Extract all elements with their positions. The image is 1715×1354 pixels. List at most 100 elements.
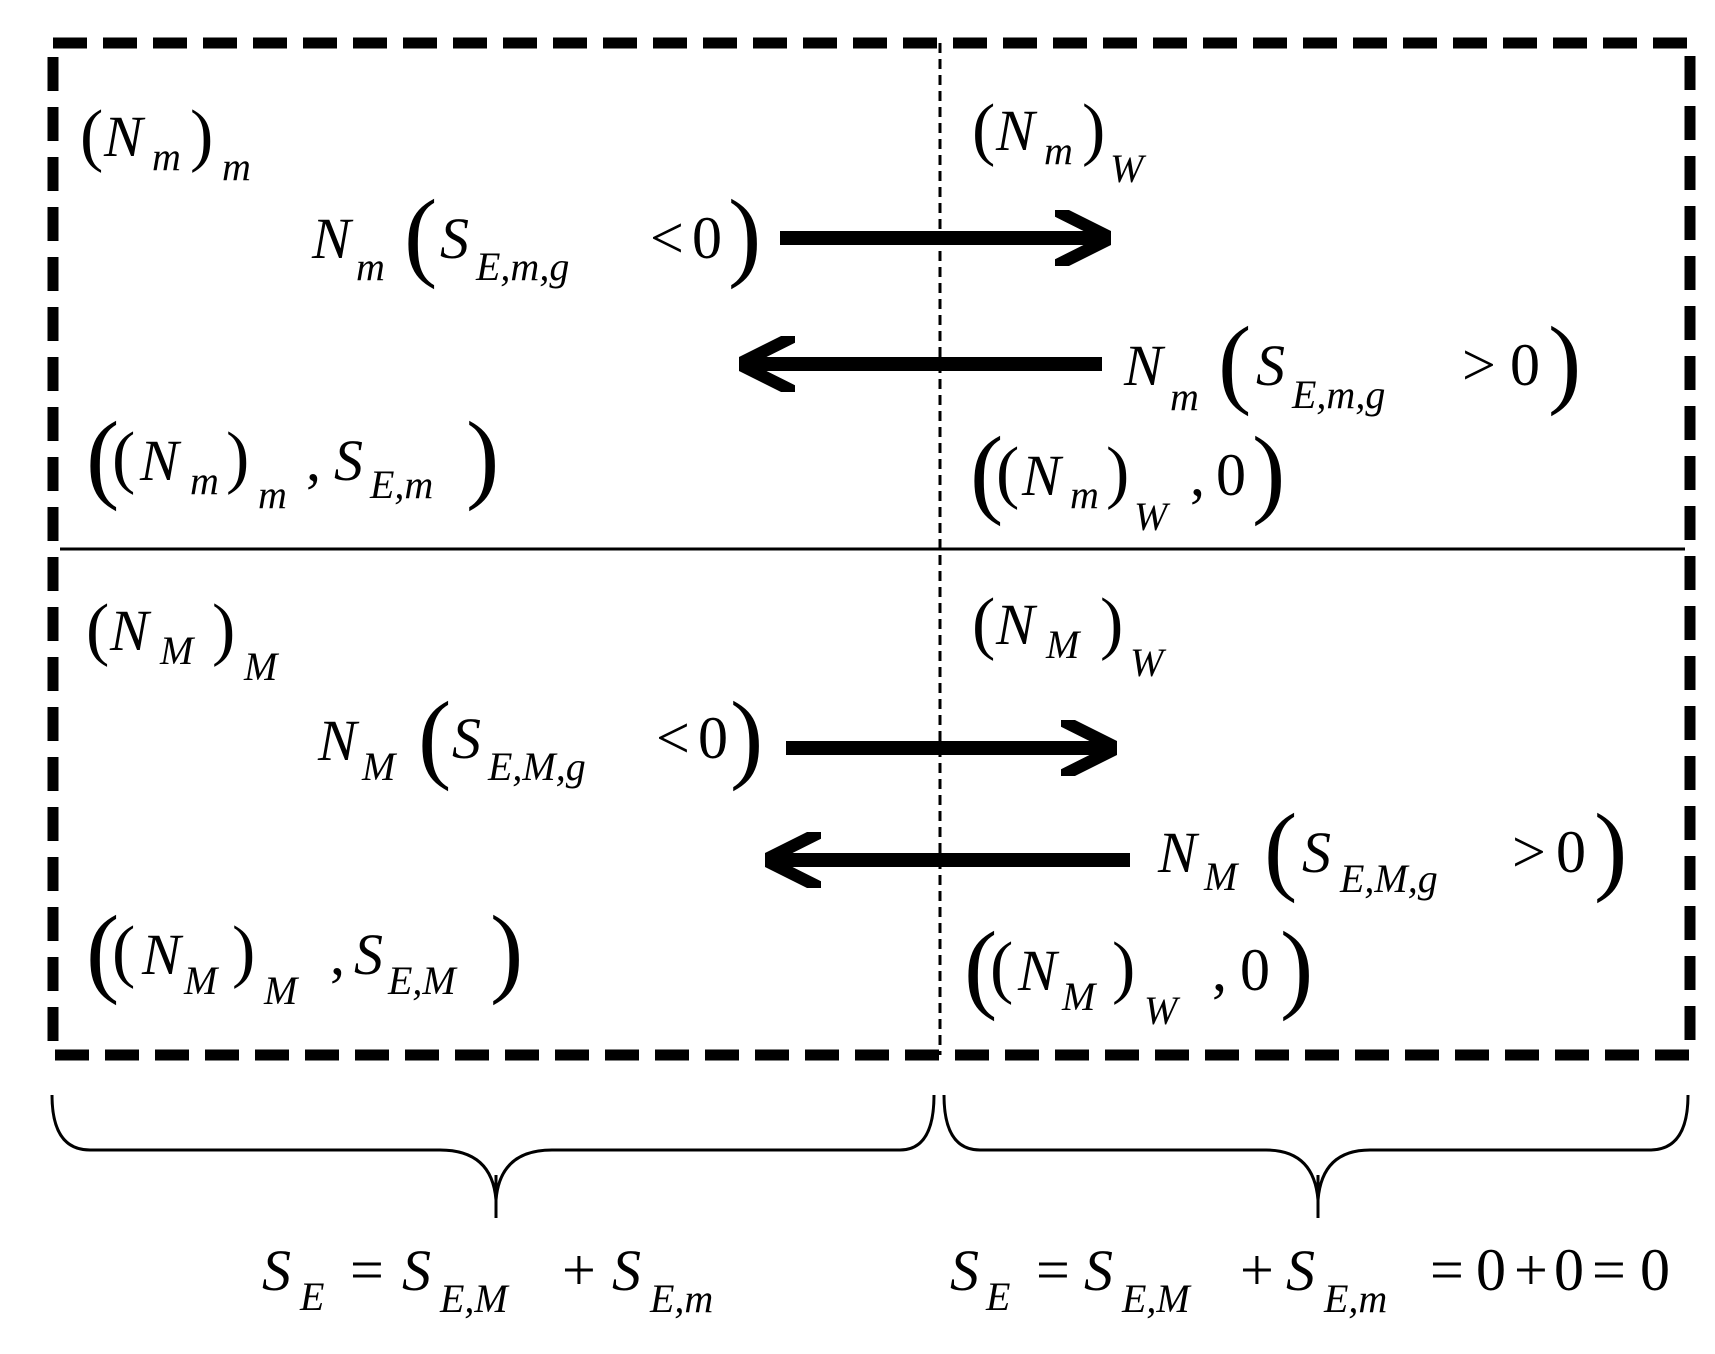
svg-text:m: m	[258, 472, 287, 517]
region-label-right-top: ( N m ) W	[972, 91, 1147, 191]
svg-text:,: ,	[1190, 442, 1205, 508]
equation-right: S E = S E,M + S E,m = 0 + 0 = 0	[950, 1237, 1670, 1321]
state-left-top: ( ( N m ) m , S E,m )	[86, 401, 499, 517]
svg-text:E,m: E,m	[369, 462, 433, 507]
svg-text:E: E	[299, 1274, 324, 1319]
svg-text:(: (	[970, 416, 1003, 527]
svg-text:=: =	[1592, 1237, 1626, 1303]
svg-text:): )	[1112, 929, 1135, 1006]
brace-right	[942, 1094, 1690, 1201]
svg-text:N: N	[1021, 443, 1064, 508]
svg-text:): )	[1594, 793, 1627, 904]
svg-text:W: W	[1134, 494, 1171, 539]
outer-dashed-boundary	[47, 37, 1696, 1061]
svg-text:M: M	[159, 628, 196, 673]
svg-text:M: M	[263, 968, 300, 1013]
svg-text:0: 0	[1476, 1237, 1506, 1303]
svg-text:>: >	[1462, 332, 1496, 398]
svg-text:S: S	[402, 1238, 431, 1303]
svg-text:S: S	[262, 1238, 291, 1303]
svg-text:0: 0	[1216, 442, 1246, 508]
svg-text:,: ,	[1212, 937, 1227, 1003]
flow-bottom-incoming: N M ( S E,M,g > 0 )	[1157, 793, 1627, 904]
svg-text:E,M: E,M	[439, 1276, 510, 1321]
svg-text:N: N	[141, 922, 184, 987]
svg-text:m: m	[356, 244, 385, 289]
svg-text:N: N	[103, 104, 146, 169]
svg-text:N: N	[317, 708, 360, 773]
svg-text:S: S	[1256, 333, 1285, 398]
svg-text:S: S	[1286, 1238, 1315, 1303]
region-label-left-bottom: ( N M ) M	[86, 591, 280, 689]
svg-text:N: N	[139, 428, 182, 493]
svg-text:0: 0	[1554, 1237, 1584, 1303]
svg-text:S: S	[950, 1238, 979, 1303]
svg-text:0: 0	[698, 705, 728, 771]
svg-text:): )	[232, 913, 255, 990]
svg-text:): )	[490, 895, 523, 1006]
svg-text:(: (	[80, 97, 103, 174]
svg-text:): )	[1100, 585, 1123, 662]
svg-text:E,m,g: E,m,g	[475, 244, 569, 289]
svg-text:=: =	[350, 1237, 384, 1303]
svg-text:): )	[1106, 434, 1129, 511]
svg-text:N: N	[995, 592, 1038, 657]
svg-text:(: (	[1218, 306, 1251, 417]
svg-text:): )	[212, 591, 235, 668]
svg-text:0: 0	[1556, 819, 1586, 885]
svg-text:m: m	[222, 144, 251, 189]
svg-text:0: 0	[692, 205, 722, 271]
svg-text:N: N	[109, 598, 152, 663]
svg-text:=: =	[1036, 1237, 1070, 1303]
svg-text:E,M: E,M	[387, 958, 458, 1003]
svg-text:): )	[1548, 306, 1581, 417]
svg-text:0: 0	[1640, 1237, 1670, 1303]
svg-text:m: m	[1044, 128, 1073, 173]
svg-text:m: m	[152, 134, 181, 179]
svg-text:m: m	[190, 458, 219, 503]
svg-text:M: M	[1045, 622, 1082, 667]
svg-text:E,M,g: E,M,g	[1339, 856, 1438, 901]
svg-text:+: +	[1514, 1237, 1548, 1303]
svg-text:(: (	[112, 419, 135, 496]
svg-text:M: M	[243, 644, 280, 689]
svg-text:W: W	[1144, 988, 1181, 1033]
svg-text:S: S	[354, 922, 383, 987]
svg-text:S: S	[334, 428, 363, 493]
svg-text:+: +	[562, 1237, 596, 1303]
svg-text:(: (	[86, 401, 119, 512]
state-left-bottom: ( ( N M ) M , S E,M )	[86, 895, 523, 1013]
equation-left: S E = S E,M + S E,m	[262, 1237, 713, 1321]
svg-text:(: (	[112, 913, 135, 990]
svg-text:m: m	[1070, 472, 1099, 517]
svg-text:N: N	[1123, 333, 1166, 398]
region-label-right-bottom: ( N M ) W	[972, 585, 1167, 685]
svg-text:(: (	[990, 929, 1013, 1006]
svg-text:0: 0	[1240, 937, 1270, 1003]
svg-text:M: M	[361, 744, 398, 789]
svg-text:N: N	[1157, 820, 1200, 885]
svg-text:S: S	[1084, 1238, 1113, 1303]
svg-text:S: S	[612, 1238, 641, 1303]
svg-text:): )	[1252, 416, 1285, 527]
state-right-bottom: ( ( N M ) W , 0 )	[964, 911, 1313, 1033]
svg-text:E,m: E,m	[649, 1276, 713, 1321]
svg-text:W: W	[1110, 146, 1147, 191]
svg-text:M: M	[1061, 974, 1098, 1019]
svg-text:S: S	[452, 706, 481, 771]
brace-left	[50, 1094, 936, 1201]
svg-text:M: M	[1203, 854, 1240, 899]
svg-text:M: M	[183, 958, 220, 1003]
svg-text:): )	[728, 179, 761, 290]
svg-text:+: +	[1240, 1237, 1274, 1303]
svg-text:>: >	[1512, 819, 1546, 885]
svg-text:E: E	[985, 1274, 1010, 1319]
svg-text:): )	[466, 401, 499, 512]
flow-bottom-outgoing: N M ( S E,M,g < 0 )	[317, 681, 763, 792]
svg-text:): )	[1280, 911, 1313, 1022]
svg-text:(: (	[1264, 793, 1297, 904]
svg-text:(: (	[964, 911, 997, 1022]
svg-text:m: m	[1170, 374, 1199, 419]
flow-top-incoming: N m ( S E,m,g > 0 )	[1123, 306, 1581, 419]
